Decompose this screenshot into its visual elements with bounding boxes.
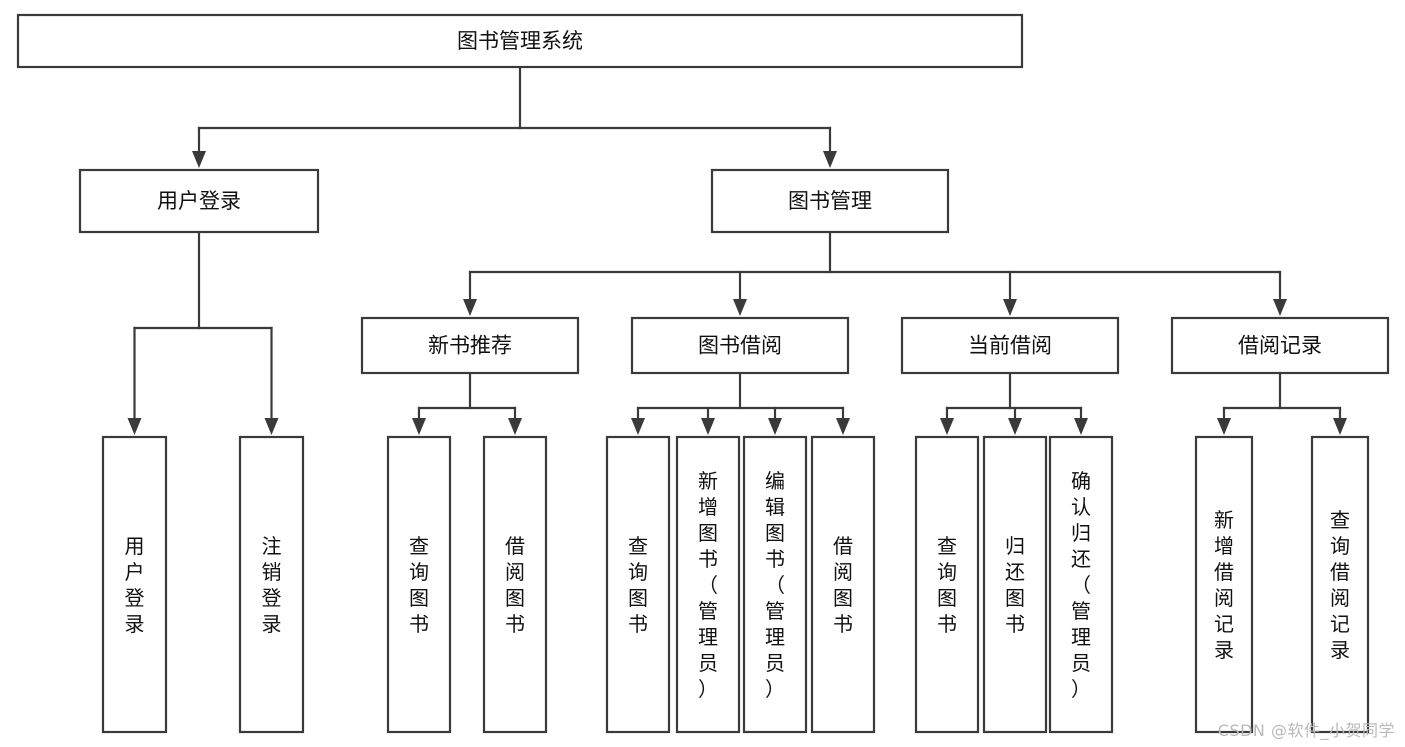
node-add-book-admin[interactable]: 新增图书（管理员） (675, 435, 741, 734)
node-label-current-borrow: 当前借阅 (968, 334, 1052, 358)
arrow-head-icon (463, 299, 477, 316)
node-box-query-borrow-record[interactable] (1310, 435, 1370, 734)
node-label-add-borrow-record: 新增借阅记录 (1214, 508, 1234, 662)
node-label-new-book-recommend: 新书推荐 (428, 334, 512, 358)
node-label-query-book-3: 查询图书 (937, 534, 957, 636)
node-new-book-recommend[interactable]: 新书推荐 (360, 316, 580, 375)
arrow-head-icon (1333, 418, 1347, 435)
node-label-return-book: 归还图书 (1005, 534, 1025, 636)
arrow-head-icon (1074, 418, 1088, 435)
node-book-management[interactable]: 图书管理 (710, 168, 950, 234)
node-box-confirm-return-admin[interactable] (1048, 435, 1114, 734)
arrow-head-icon (412, 418, 426, 435)
node-box-query-book-3[interactable] (914, 435, 980, 734)
arrow-head-icon (701, 418, 715, 435)
node-layer: 图书管理系统用户登录用户登录注销登录图书管理新书推荐查询图书借阅图书图书借阅查询… (16, 13, 1390, 734)
node-borrow-record[interactable]: 借阅记录 (1170, 316, 1390, 375)
node-book-borrow[interactable]: 图书借阅 (630, 316, 850, 375)
node-label-root: 图书管理系统 (457, 29, 583, 53)
node-user-logout[interactable]: 注销登录 (238, 435, 305, 734)
arrow-head-icon (1008, 418, 1022, 435)
node-box-add-book-admin[interactable] (675, 435, 741, 734)
node-label-book-borrow: 图书借阅 (698, 334, 782, 358)
node-box-book-management[interactable] (710, 168, 950, 234)
node-add-borrow-record[interactable]: 新增借阅记录 (1194, 435, 1254, 734)
node-box-new-book-recommend[interactable] (360, 316, 580, 375)
node-query-book-3[interactable]: 查询图书 (914, 435, 980, 734)
node-current-borrow[interactable]: 当前借阅 (900, 316, 1120, 375)
node-user-login-do[interactable]: 用户登录 (101, 435, 168, 734)
node-query-book-1[interactable]: 查询图书 (386, 435, 452, 734)
node-box-user-logout[interactable] (238, 435, 305, 734)
node-edit-book-admin[interactable]: 编辑图书（管理员） (742, 435, 808, 734)
node-label-user-login-do: 用户登录 (125, 534, 145, 636)
node-box-user-login[interactable] (78, 168, 320, 234)
node-borrow-book-1[interactable]: 借阅图书 (482, 435, 548, 734)
node-label-query-book-2: 查询图书 (628, 534, 648, 636)
node-label-query-book-1: 查询图书 (409, 534, 429, 636)
node-user-login[interactable]: 用户登录 (78, 168, 320, 234)
node-box-edit-book-admin[interactable] (742, 435, 808, 734)
node-return-book[interactable]: 归还图书 (982, 435, 1048, 734)
arrow-head-icon (768, 418, 782, 435)
node-confirm-return-admin[interactable]: 确认归还（管理员） (1048, 435, 1114, 734)
node-box-borrow-book-1[interactable] (482, 435, 548, 734)
node-label-borrow-record: 借阅记录 (1238, 334, 1322, 358)
node-label-borrow-book-1: 借阅图书 (505, 534, 525, 636)
node-box-add-borrow-record[interactable] (1194, 435, 1254, 734)
node-label-borrow-book-2: 借阅图书 (833, 534, 853, 636)
arrow-head-icon (1217, 418, 1231, 435)
node-box-root[interactable] (16, 13, 1024, 69)
node-label-add-book-admin: 新增图书（管理员） (698, 469, 718, 701)
node-box-query-book-1[interactable] (386, 435, 452, 734)
node-box-book-borrow[interactable] (630, 316, 850, 375)
arrow-head-icon (192, 151, 206, 168)
node-label-book-management: 图书管理 (788, 189, 872, 213)
node-box-query-book-2[interactable] (605, 435, 671, 734)
node-box-user-login-do[interactable] (101, 435, 168, 734)
node-query-borrow-record[interactable]: 查询借阅记录 (1310, 435, 1370, 734)
node-label-confirm-return-admin: 确认归还（管理员） (1071, 469, 1091, 701)
node-root[interactable]: 图书管理系统 (16, 13, 1024, 69)
node-box-return-book[interactable] (982, 435, 1048, 734)
node-label-user-logout: 注销登录 (262, 534, 282, 636)
node-borrow-book-2[interactable]: 借阅图书 (810, 435, 876, 734)
arrow-head-icon (823, 151, 837, 168)
node-box-borrow-book-2[interactable] (810, 435, 876, 734)
arrow-head-icon (940, 418, 954, 435)
arrow-head-icon (264, 418, 279, 435)
arrow-head-icon (631, 418, 645, 435)
arrow-head-icon (127, 418, 142, 435)
arrow-head-icon (836, 418, 850, 435)
node-box-borrow-record[interactable] (1170, 316, 1390, 375)
arrow-head-icon (1003, 299, 1017, 316)
arrow-head-icon (733, 299, 747, 316)
node-label-query-borrow-record: 查询借阅记录 (1330, 508, 1350, 662)
node-label-edit-book-admin: 编辑图书（管理员） (765, 469, 785, 701)
arrow-head-icon (1273, 299, 1287, 316)
connector-layer (127, 65, 1347, 435)
node-box-current-borrow[interactable] (900, 316, 1120, 375)
node-query-book-2[interactable]: 查询图书 (605, 435, 671, 734)
node-label-user-login: 用户登录 (157, 189, 241, 213)
arrow-head-icon (508, 418, 522, 435)
